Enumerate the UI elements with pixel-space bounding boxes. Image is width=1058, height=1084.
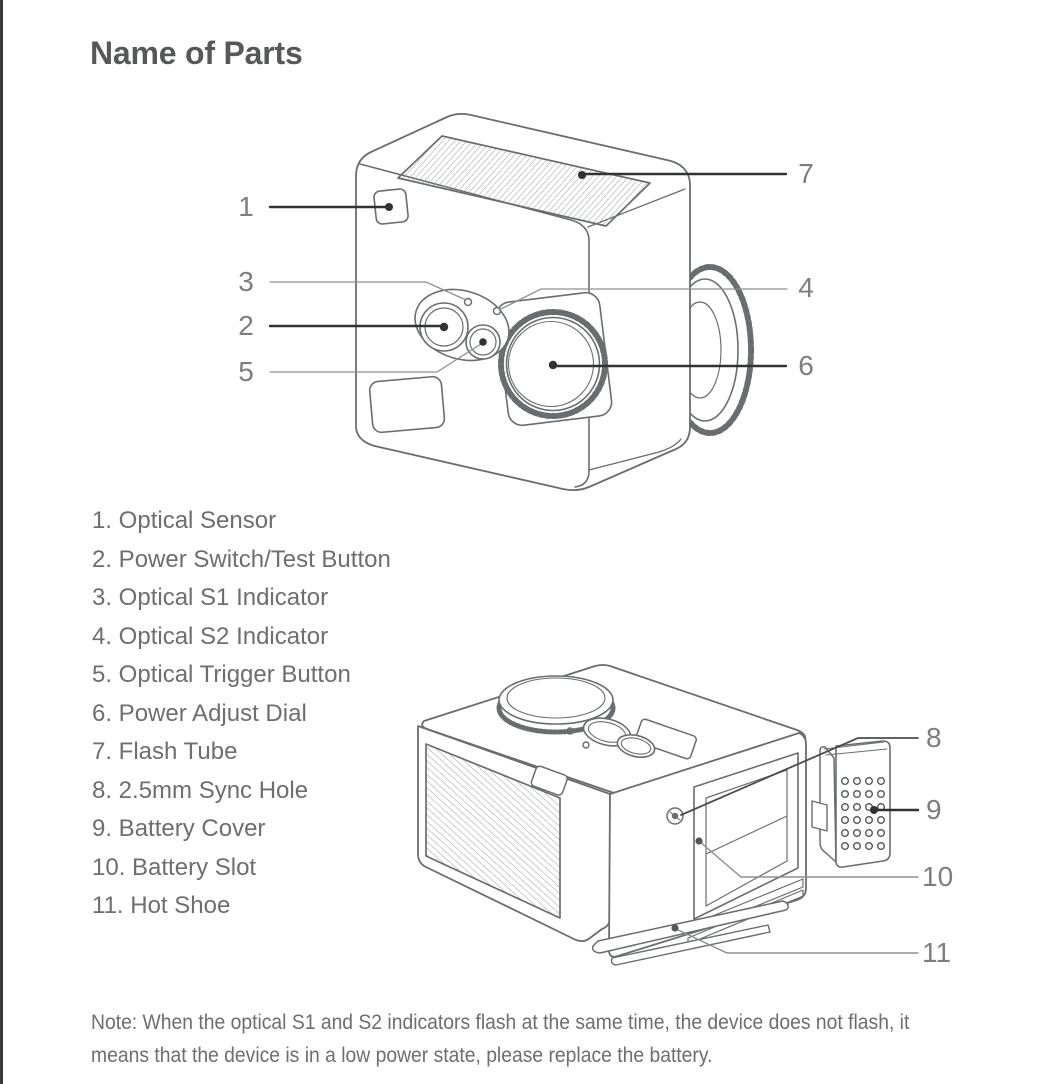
- parts-list-item: 5. Optical Trigger Button: [92, 661, 351, 688]
- sync-hole: [666, 807, 684, 825]
- top-dial: [496, 675, 616, 735]
- callout-label-7: 7: [798, 158, 814, 189]
- s2-indicator: [492, 306, 502, 316]
- parts-list-item: 9. Battery Cover: [92, 815, 266, 842]
- parts-list-item: 3. Optical S1 Indicator: [92, 584, 329, 611]
- callout-label-4: 4: [798, 272, 814, 303]
- flash-rear-diagram: [417, 664, 891, 966]
- callout-label-8: 8: [926, 722, 942, 753]
- parts-list-item: 1. Optical Sensor: [92, 507, 277, 534]
- parts-list-item: 4. Optical S2 Indicator: [92, 622, 329, 650]
- callout-label-2: 2: [238, 310, 254, 341]
- callout-label-6: 6: [798, 350, 814, 381]
- page-title: Name of Parts: [90, 35, 303, 72]
- parts-list-item: 7. Flash Tube: [92, 738, 238, 765]
- parts-list: 1. Optical Sensor 2. Power Switch/Test B…: [92, 502, 391, 926]
- battery-cover-latch: [811, 800, 828, 832]
- parts-list-item: 6. Power Adjust Dial: [92, 699, 307, 727]
- nameplate: [368, 375, 446, 434]
- top-optical-sensor: [530, 765, 569, 796]
- callout-label-9: 9: [926, 794, 942, 825]
- callout-lines-rear: [671, 737, 920, 954]
- page-left-border: [0, 0, 3, 1084]
- flash-tube-window-rear: [425, 743, 561, 919]
- note-line-1: Note: When the optical S1 and S2 indicat…: [91, 1011, 910, 1034]
- battery-cover: [811, 740, 891, 868]
- hot-shoe: [591, 900, 789, 966]
- callout-label-3: 3: [238, 266, 254, 297]
- callout-label-5: 5: [238, 356, 254, 387]
- callout-label-11: 11: [922, 937, 952, 968]
- parts-list-item: 10. Battery Slot: [92, 853, 257, 881]
- note: Note: When the optical S1 and S2 indicat…: [91, 1006, 909, 1072]
- flash-tube-window: [397, 135, 651, 227]
- callout-label-10: 10: [922, 861, 954, 892]
- top-nameplate: [635, 718, 697, 760]
- parts-list-item: 11. Hot Shoe: [92, 892, 231, 919]
- parts-list-item: 8. 2.5mm Sync Hole: [92, 776, 309, 804]
- note-line-2: means that the device is in a low power …: [91, 1044, 713, 1067]
- top-buttons: [566, 717, 656, 758]
- callout-label-1: 1: [238, 191, 254, 222]
- callout-lines-front: [268, 171, 788, 373]
- flash-front-diagram: [355, 112, 754, 492]
- parts-list-item: 2. Power Switch/Test Button: [92, 545, 391, 573]
